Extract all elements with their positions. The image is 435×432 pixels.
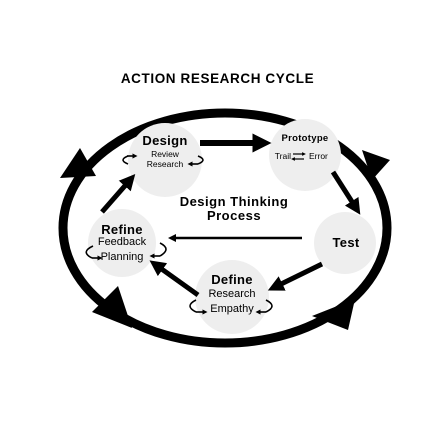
cycle-arrowhead-bottom-left bbox=[92, 286, 132, 328]
center-title-line-1: Design Thinking bbox=[179, 194, 289, 209]
node-refine-line-1: Feedback bbox=[97, 236, 147, 248]
cycle-arrowhead-left bbox=[60, 148, 96, 178]
node-define-line-2: Empathy bbox=[210, 303, 254, 315]
define-cycle-glyph bbox=[189, 299, 273, 315]
node-prototype-title: Prototype bbox=[281, 133, 329, 144]
node-test-title: Test bbox=[332, 235, 360, 250]
node-design-circle bbox=[128, 123, 202, 197]
outer-cycle-arrowheads bbox=[60, 148, 390, 330]
node-design-line-2: Research bbox=[146, 159, 184, 169]
node-prototype-right: Error bbox=[309, 151, 328, 161]
process-arrows bbox=[100, 133, 361, 298]
arrow-test-to-define bbox=[267, 261, 324, 291]
prototype-swap-icon bbox=[291, 152, 306, 161]
node-prototype-left: Trail bbox=[274, 151, 291, 161]
arrow-refine-to-design bbox=[100, 173, 136, 214]
cycle-arrowhead-bottom-right bbox=[312, 299, 355, 330]
center-title-line-2: Process bbox=[206, 208, 262, 223]
refine-cycle-glyph bbox=[85, 242, 167, 261]
node-design-line-1: Review bbox=[151, 149, 179, 159]
node-design-title: Design bbox=[142, 133, 188, 148]
cycle-arrowhead-top-right bbox=[362, 150, 390, 180]
arrow-prototype-to-test bbox=[330, 170, 361, 215]
node-refine-line-2: Planning bbox=[100, 251, 144, 263]
outer-cycle-ring bbox=[58, 108, 392, 348]
diagram-title: ACTION RESEARCH CYCLE bbox=[120, 71, 315, 86]
node-refine-circle bbox=[88, 209, 156, 277]
node-define-circle bbox=[195, 260, 269, 334]
design-cycle-glyph bbox=[122, 153, 204, 167]
node-define-line-1: Research bbox=[208, 288, 256, 300]
node-refine-title: Refine bbox=[101, 222, 143, 237]
arrow-define-to-refine bbox=[149, 260, 200, 298]
node-define-title: Define bbox=[211, 272, 253, 287]
node-test-circle bbox=[314, 212, 376, 274]
